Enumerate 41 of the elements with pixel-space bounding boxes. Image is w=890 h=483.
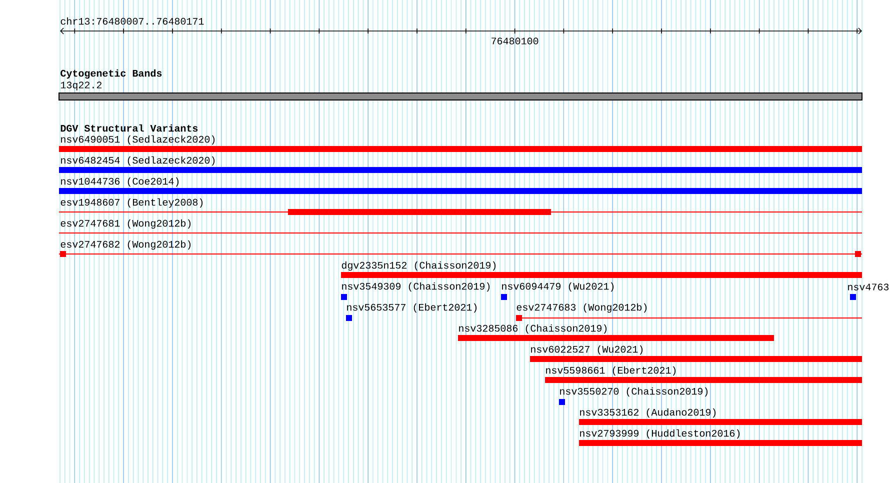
node-label: nsv2793999 (Huddleston2016) (580, 429, 740, 439)
node-label: nsv3285086 (Chaisson2019) (459, 324, 607, 334)
variant-feature: esv2747683 (Wong2012b) (516, 303, 862, 321)
variant-feature: nsv6022527 (Wu2021) (530, 345, 862, 362)
node-label: nsv5598661 (Ebert2021) (546, 366, 676, 376)
variant-feature: nsv3550270 (Chaisson2019) (559, 387, 708, 405)
node-label: esv1948607 (Bentley2008) (60, 198, 203, 208)
node-label: esv2747682 (Wong2012b) (60, 240, 191, 250)
tick-label: 76480100 (492, 38, 538, 44)
variant-feature: nsv1044736 (Coe2014) (59, 177, 862, 194)
node-label: nsv6482454 (Sedlazeck2020) (61, 156, 215, 166)
node-label: nsv6094479 (Wu2021) (502, 282, 614, 292)
variant-feature: nsv2793999 (Huddleston2016) (579, 429, 862, 446)
variant-feature: nsv4763 (848, 284, 889, 300)
variant-feature: nsv3353162 (Audano2019) (579, 408, 862, 425)
variant-feature: esv2747682 (Wong2012b) (58, 240, 862, 257)
variant-feature: esv1948607 (Bentley2008) (58, 198, 862, 215)
node-label: nsv5653577 (Ebert2021) (347, 303, 477, 313)
variant-feature: nsv6094479 (Wu2021) (501, 282, 614, 300)
node-label: dgv2335n152 (Chaisson2019) (342, 261, 496, 271)
node-label: nsv6490051 (Sedlazeck2020) (61, 135, 215, 145)
node-label: nsv3549309 (Chaisson2019) (342, 282, 490, 292)
node-label: nsv4763 (848, 284, 889, 290)
node-label: nsv3353162 (Audano2019) (580, 408, 716, 418)
coordinate-label: chr13:76480007..76480171 (60, 17, 204, 25)
variant-feature: nsv6482454 (Sedlazeck2020) (59, 156, 862, 173)
cytoband-track: 13q22.2 (58, 82, 862, 100)
variant-feature: nsv3549309 (Chaisson2019) (341, 282, 490, 300)
variant-feature: nsv3285086 (Chaisson2019) (458, 324, 774, 341)
node-label: esv2747683 (Wong2012b) (516, 303, 647, 313)
track-title: Cytogenetic Bands (60, 69, 162, 79)
node-label: nsv3550270 (Chaisson2019) (560, 387, 708, 397)
variant-feature: esv2747681 (Wong2012b) (58, 219, 862, 234)
variant-feature: nsv5598661 (Ebert2021) (545, 366, 862, 383)
variant-feature: dgv2335n152 (Chaisson2019) (341, 261, 862, 278)
node-label: 13q22.2 (60, 82, 102, 90)
node-label: nsv6022527 (Wu2021) (531, 345, 643, 355)
node-label: nsv1044736 (Coe2014) (61, 177, 179, 187)
variant-feature: nsv5653577 (Ebert2021) (346, 303, 477, 321)
track-title: DGV Structural Variants (60, 124, 198, 132)
variant-feature: nsv6490051 (Sedlazeck2020) (59, 135, 862, 152)
